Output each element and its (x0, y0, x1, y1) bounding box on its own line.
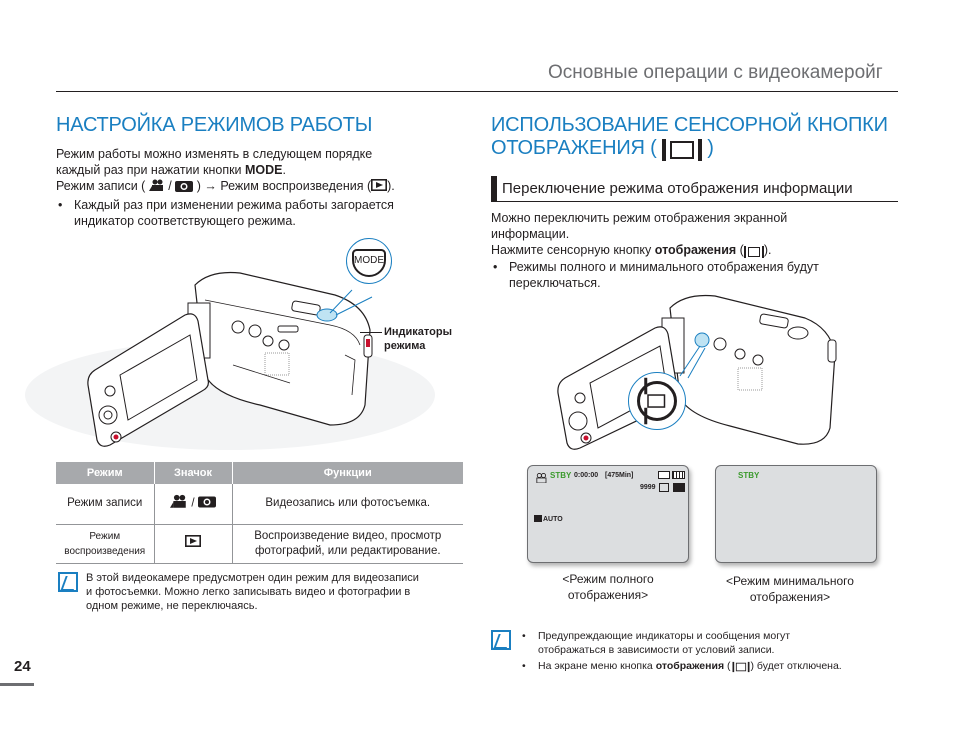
remaining-time: [475Min] (605, 472, 634, 479)
display-button-icon (644, 377, 670, 425)
display-touch-button (637, 377, 677, 425)
right-bullet: • Режимы полного и минимального отображе… (493, 260, 819, 290)
battery-icon (672, 471, 685, 479)
display-button-icon (732, 661, 749, 673)
table-row: Режим воспроизведения Воспроизведение ви… (56, 524, 463, 564)
mode-button: MODE (352, 249, 386, 277)
right-intro: Можно переключить режим отображения экра… (491, 210, 896, 291)
left-bullet: • Каждый раз при изменении режима работы… (58, 198, 394, 228)
display-button-zoom-callout (628, 372, 686, 430)
caption-full-display: <Режим полного отображения> (562, 572, 654, 602)
video-camera-icon (170, 494, 188, 513)
playback-icon (371, 179, 388, 191)
subheading-marker (491, 176, 497, 201)
note-icon (58, 572, 78, 592)
right-section-title: ИСПОЛЬЗОВАНИЕ СЕНСОРНОЙ КНОПКИ ОТОБРАЖЕН… (491, 114, 888, 161)
header-rule (56, 91, 898, 92)
mode-button-zoom-callout: MODE (346, 238, 392, 284)
lcd-minimal-display: STBY (715, 465, 877, 563)
modes-table: Режим Значок Функции Режим записи / Виде… (56, 462, 463, 564)
subheading: Переключение режима отображения информац… (491, 176, 898, 202)
caption-minimal-display: <Режим минимального отображения> (726, 574, 854, 604)
camcorder-illustration-display (540, 288, 850, 458)
left-intro: Режим работы можно изменять в следующем … (56, 146, 456, 229)
col-functions: Функции (232, 462, 463, 484)
table-header-row: Режим Значок Функции (56, 462, 463, 484)
callout-leader-line (360, 332, 382, 333)
photo-camera-icon (175, 179, 194, 192)
video-camera-icon (534, 470, 548, 484)
note-bullet: • На экране меню кнопка отображения () б… (522, 660, 842, 673)
mode-keyword: MODE (245, 163, 283, 177)
storage-icon (658, 471, 670, 479)
note-icon (491, 630, 511, 650)
camcorder-illustration-mode (0, 235, 460, 460)
display-button-icon (743, 243, 764, 259)
resolution-icon (659, 483, 669, 492)
display-button-icon (661, 138, 702, 161)
stby-status: STBY (738, 471, 760, 480)
mode-sequence: Режим записи ( / ) → Режим воспроизведен… (56, 179, 395, 193)
left-section-title: НАСТРОЙКА РЕЖИМОВ РАБОТЫ (56, 114, 373, 136)
playback-icon (185, 535, 201, 552)
left-note: В этой видеокамере предусмотрен один реж… (86, 572, 419, 612)
intro-line-2: каждый раз при нажатии кнопки MODE. (56, 163, 286, 177)
quality-icon (673, 483, 685, 492)
camcorder-drawing (25, 271, 435, 450)
time-counter: 0:00:00 (574, 472, 599, 479)
table-row: Режим записи / Видеозапись или фотосъемк… (56, 484, 463, 525)
mode-indicators-label: Индикаторы режима (384, 326, 452, 352)
page-number: 24 (14, 658, 31, 675)
scene-mode-auto: AUTO (534, 515, 563, 523)
stby-status: STBY (550, 471, 572, 480)
col-mode: Режим (56, 462, 155, 484)
intro-line-1: Режим работы можно изменять в следующем … (56, 147, 373, 161)
lcd-full-display: STBY 0:00:00 [475Min] 9999 AUTO (527, 465, 689, 563)
page-number-bar (0, 683, 34, 686)
photo-count: 9999 (640, 484, 656, 491)
video-camera-icon (148, 179, 165, 191)
col-icon: Значок (154, 462, 233, 484)
photo-camera-icon (197, 494, 216, 513)
chapter-title: Основные операции с видеокамеройг (548, 62, 883, 83)
note-bullet: • Предупреждающие индикаторы и сообщения… (522, 630, 791, 656)
right-notes: • Предупреждающие индикаторы и сообщения… (520, 629, 900, 674)
